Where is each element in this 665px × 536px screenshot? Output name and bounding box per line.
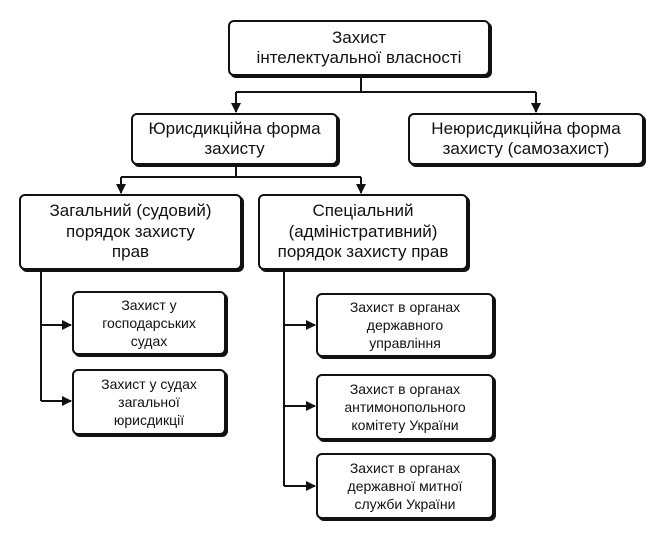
node-customs-service-label: Захист в органах державної митної служби… [347,459,463,513]
node-ip-protection: Захист інтелектуальної власності [228,20,490,76]
node-general-judicial-order: Загальний (судовий) порядок захисту прав [19,194,242,270]
node-special-administrative-order: Спеціальний (адміністративний) порядок з… [258,194,468,270]
node-economic-courts: Захист у господарських судах [72,291,226,355]
node-non-jurisdictional-form: Неюрисдикційна форма захисту (самозахист… [408,113,644,165]
node-general-courts-label: Захист у судах загальної юрисдикції [101,375,197,429]
node-antimonopoly-committee-label: Захист в органах антимонопольного коміте… [344,380,466,434]
node-state-administration-bodies-label: Захист в органах державного управління [349,298,461,352]
node-special-administrative-order-label: Спеціальний (адміністративний) порядок з… [277,201,449,262]
node-jurisdictional-form: Юрисдикційна форма захисту [131,113,338,165]
node-customs-service: Захист в органах державної митної служби… [316,453,494,519]
node-economic-courts-label: Захист у господарських судах [102,296,196,350]
node-jurisdictional-form-label: Юрисдикційна форма захисту [148,118,321,158]
node-general-judicial-order-label: Загальний (судовий) порядок захисту прав [49,201,212,262]
node-non-jurisdictional-form-label: Неюрисдикційна форма захисту (самозахист… [431,118,621,158]
node-ip-protection-label: Захист інтелектуальної власності [256,27,462,67]
node-general-courts: Захист у судах загальної юрисдикції [72,369,226,435]
node-state-administration-bodies: Захист в органах державного управління [316,293,494,357]
node-antimonopoly-committee: Захист в органах антимонопольного коміте… [316,374,494,440]
